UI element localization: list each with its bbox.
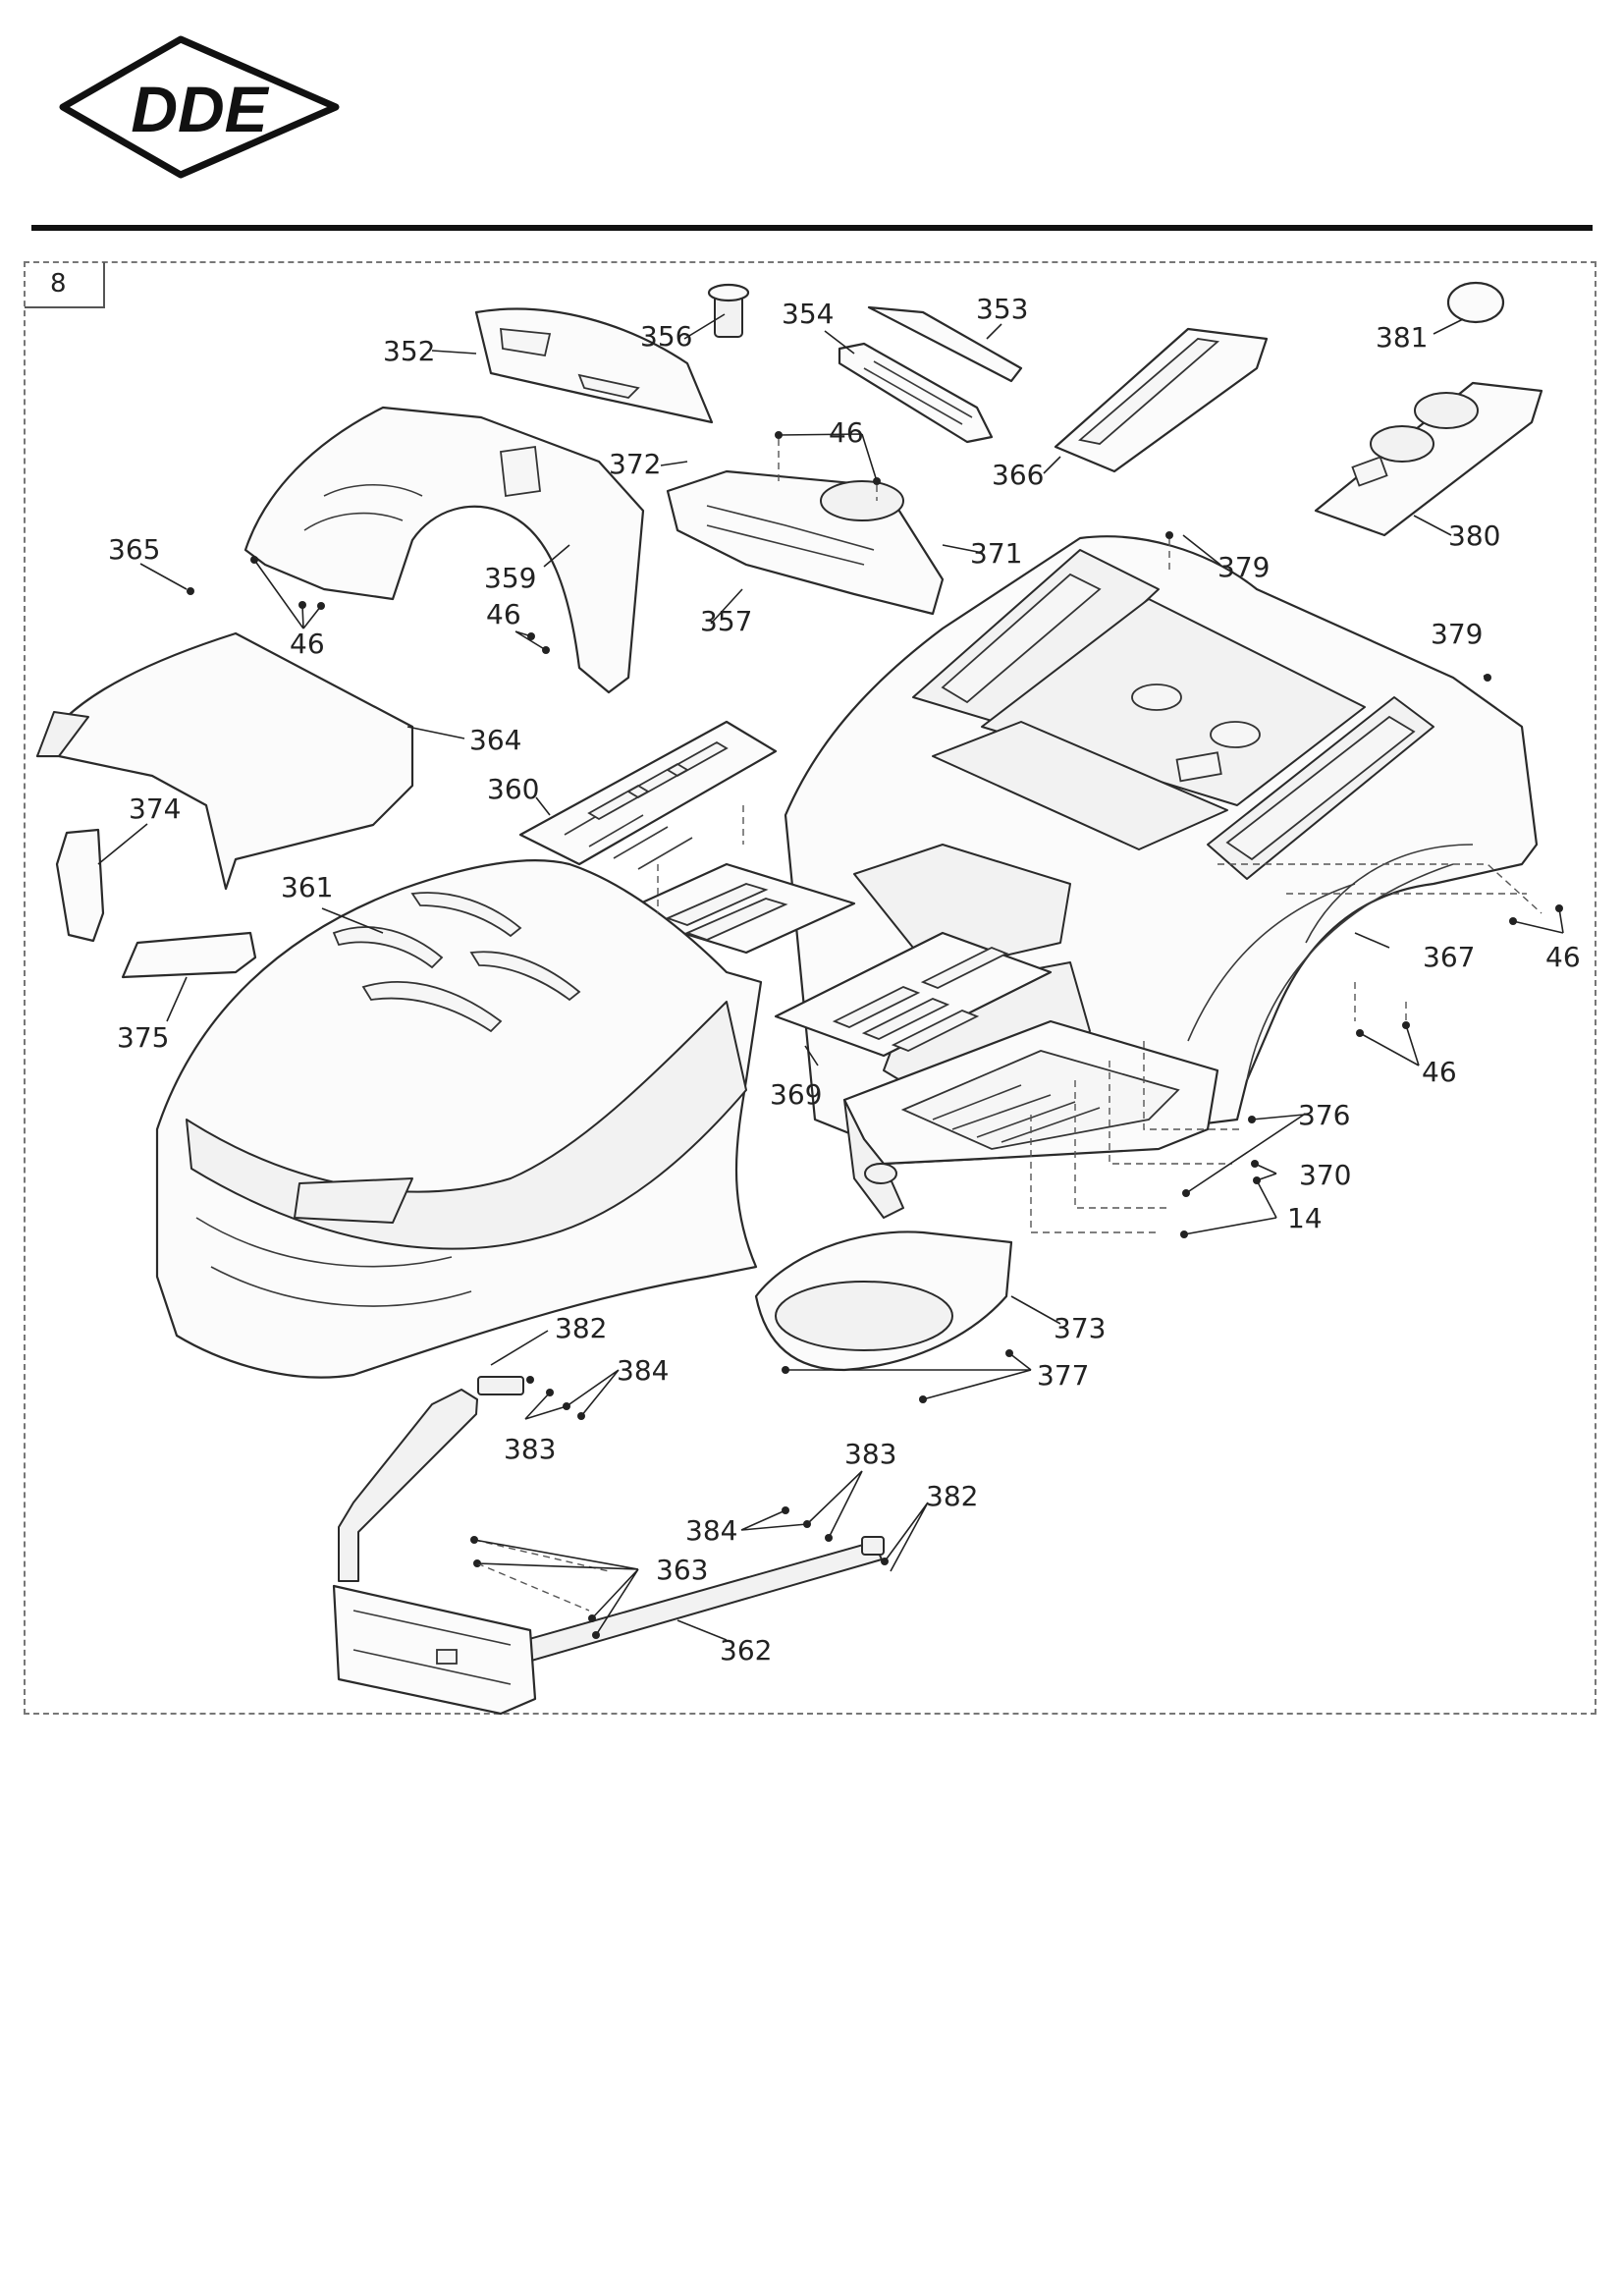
rear-fender-part [784,535,1539,1219]
part-label: 369 [770,1078,822,1111]
part-label: 370 [1299,1159,1351,1191]
rear-floor-plate-part [774,931,1053,1058]
part-label: 376 [1298,1099,1350,1131]
part-label: 362 [720,1634,772,1667]
part-label: 380 [1448,519,1500,552]
top-cover-part [474,307,714,424]
part-label: 46 [290,628,325,660]
part-label: 384 [617,1354,669,1387]
part-label: 384 [685,1514,737,1547]
part-label: 14 [1287,1202,1323,1234]
key-switch-part [707,283,750,338]
part-label: 367 [1423,941,1475,973]
part-label: 381 [1376,321,1428,354]
logo-text: DDE [131,73,269,145]
cup-holder-cap-part [1446,281,1505,324]
part-labels: 352 356 354 353 381 372 46 366 365 371 3… [108,293,1581,1667]
part-label: 383 [504,1433,556,1465]
dash-strip-part [867,305,1023,383]
part-label: 377 [1037,1359,1089,1392]
side-light-cover-part [55,828,105,943]
part-label: 46 [829,416,864,449]
part-label: 46 [1422,1056,1457,1088]
part-label: 372 [609,448,661,480]
part-label: 382 [926,1480,978,1512]
part-label: 363 [656,1554,708,1586]
bumper-bracket-part [477,1376,885,1556]
part-label: 360 [487,773,539,805]
dde-logo: DDE [59,35,340,179]
part-label: 371 [970,537,1022,570]
bowl-part [754,1230,1013,1372]
dash-panel-part [243,406,645,694]
fender-insert-part [1054,327,1269,473]
part-label: 364 [469,724,521,756]
console-part [666,469,945,616]
front-floor-plate-part [518,720,778,870]
leader-lines [97,313,1564,1641]
hood-part [155,859,763,1379]
part-label: 383 [844,1438,896,1470]
part-label: 374 [129,793,181,825]
part-label: 361 [281,871,333,903]
instrument-panel-part [838,342,994,444]
part-label: 46 [1545,941,1581,973]
part-label: 353 [976,293,1028,325]
bumper-tube-part [332,1389,883,1716]
part-label: 352 [383,335,435,367]
part-label: 354 [782,298,834,330]
part-label: 366 [992,459,1044,491]
part-label: 46 [486,598,521,630]
page-number-tab: 8 [25,262,105,308]
part-label: 379 [1217,551,1270,583]
diagram-frame [24,261,1596,1715]
header-divider [31,225,1593,231]
part-label: 356 [640,320,692,353]
step-cover-part [121,931,257,979]
part-label: 359 [484,562,536,594]
part-label: 373 [1054,1312,1106,1344]
part-label: 365 [108,533,160,566]
part-label: 382 [555,1312,607,1344]
assembly-guide-lines [473,439,1542,1612]
cup-holder-part [1314,381,1543,537]
part-label: 375 [117,1021,169,1054]
rear-cover-part [35,631,414,891]
part-label: 357 [700,605,752,637]
part-label: 379 [1431,618,1483,650]
